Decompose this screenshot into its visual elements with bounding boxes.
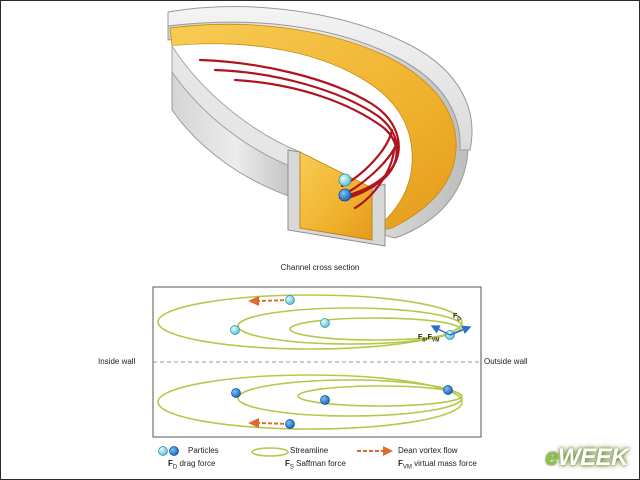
legend-streamline: Streamline [290,446,329,455]
force-arrows [430,325,472,336]
channel-yellow-interior [169,23,457,233]
legend-particle-dark [169,446,179,456]
particle-dark [320,395,330,405]
particle-dark-3d [338,188,352,202]
streamline-bottom-inner [297,385,463,407]
particle-dark [285,419,295,429]
eweek-watermark-logo: eWEEK [545,444,628,471]
streamline-top-inner [289,317,461,341]
dean-vortex-arrow-bottom [248,418,291,428]
legend-particles: Particles [188,446,219,455]
streamline-bottom-outer [157,374,463,430]
particle-dark [231,388,241,398]
inside-wall-label: Inside wall [98,357,136,366]
fs-fvm-force-label: FS,FVM [418,334,440,344]
particle-dark [443,385,453,395]
legend-streamline-swatch [251,447,289,457]
legend-saffman-force: FS Saffman force [285,459,346,471]
cross-section-title: Channel cross section [280,263,360,272]
fd-force-label: FD [453,313,461,323]
particle-light [230,325,240,335]
streamline-bottom-middle [237,379,463,417]
dean-vortex-arrow-top [248,296,291,306]
curved-channel-3d [167,6,473,247]
legend-symbols [158,446,393,457]
red-streamlines [198,58,400,210]
streamlines-bottom [157,374,463,430]
particle-light [320,318,330,328]
saffman-force-arrow [430,325,451,336]
streamline-top-outer [157,294,463,350]
legend-virtual-mass-force: FVM virtual mass force [398,459,477,471]
particle-light [285,295,295,305]
legend-dean-vortex: Dean vortex flow [398,446,458,455]
drag-force-arrow [449,325,472,336]
channel-top-rim [167,6,473,151]
cross-section-particles [230,295,455,429]
particle-light-3d [338,173,352,187]
legend-drag-force: FD drag force [168,459,216,471]
outside-wall-label: Outside wall [484,357,528,366]
legend-particle-light [158,446,168,456]
